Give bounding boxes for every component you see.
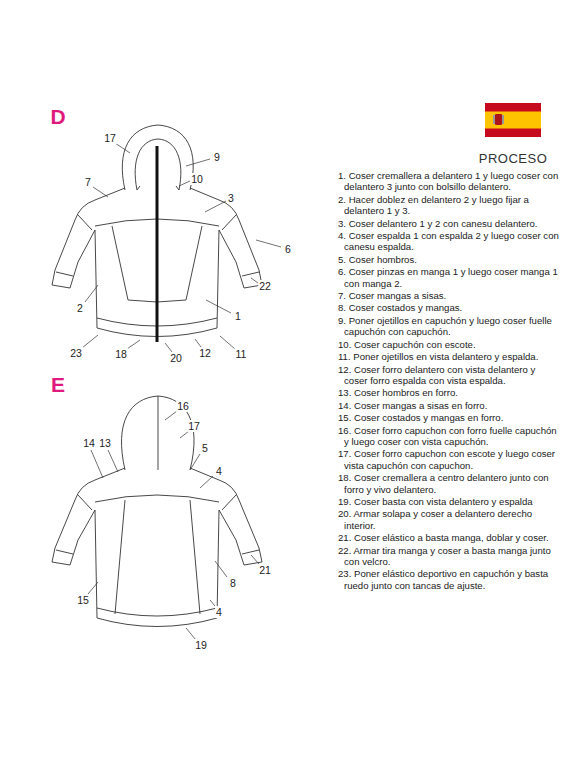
- callout-number: 6: [284, 243, 292, 255]
- step-text: 19. Coser basta con vista delantero y es…: [338, 496, 560, 507]
- callout-number: 3: [227, 192, 235, 204]
- step-text: 17. Coser forro capuchon con escote y lu…: [338, 448, 560, 471]
- step-text: 13. Coser hombros en forro.: [338, 387, 560, 398]
- spain-flag: [485, 103, 541, 137]
- callout-number: 14: [82, 437, 96, 449]
- step-list: 1. Coser cremallera a delantero 1 y lueg…: [338, 170, 560, 592]
- callout-number: 4: [215, 465, 223, 477]
- callout-number: 17: [187, 420, 201, 432]
- step-text: 6. Coser pinzas en manga 1 y luego coser…: [338, 266, 560, 289]
- step-text: 7. Coser mangas a sisas.: [338, 290, 560, 301]
- step-text: 14. Coser mangas a sisas en forro.: [338, 400, 560, 411]
- callout-number: 17: [103, 132, 117, 144]
- step-text: 4. Coser espalda 1 con espalda 2 y luego…: [338, 230, 560, 253]
- callout-number: 12: [198, 347, 212, 359]
- step-text: 23. Poner elástico deportivo en capuchón…: [338, 568, 560, 591]
- view-letter: E: [51, 373, 65, 397]
- step-text: 20. Armar solapa y coser a delantero der…: [338, 508, 560, 531]
- step-text: 5. Coser hombros.: [338, 254, 560, 265]
- callout-number: 23: [69, 347, 83, 359]
- view-letter: D: [50, 105, 65, 129]
- callout-number: 1: [234, 310, 242, 322]
- step-text: 16. Coser forro capuchon con forro fuell…: [338, 425, 560, 448]
- callout-number: 20: [169, 352, 183, 364]
- callout-number: 11: [235, 348, 248, 360]
- step-text: 11. Poner ojetillos en vista delantero y…: [338, 351, 560, 362]
- step-text: 21. Coser elástico a basta manga, doblar…: [338, 532, 560, 543]
- step-text: 10. Coser capuchón con escote.: [338, 339, 560, 350]
- callout-number: 10: [190, 173, 204, 185]
- callout-number: 8: [229, 577, 237, 589]
- step-text: 12. Coser forro delantero con vista dela…: [338, 364, 560, 387]
- callout-number: 4: [215, 606, 223, 618]
- step-text: 1. Coser cremallera a delantero 1 y lueg…: [338, 170, 560, 193]
- step-text: 15. Coser costados y mangas en forro.: [338, 412, 560, 423]
- callout-number: 18: [114, 348, 128, 360]
- callout-number: 19: [194, 639, 208, 651]
- step-text: 3. Coser delantero 1 y 2 con canesu dela…: [338, 218, 560, 229]
- callout-number: 13: [98, 437, 112, 449]
- callout-number: 21: [258, 564, 272, 576]
- callout-number: 7: [84, 176, 92, 188]
- step-text: 2. Hacer doblez en delantero 2 y luego f…: [338, 194, 560, 217]
- step-text: 18. Coser cremallera a centro delantero …: [338, 472, 560, 495]
- step-text: 22. Armar tira manga y coser a basta man…: [338, 545, 560, 568]
- callout-number: 16: [176, 400, 190, 412]
- callout-number: 15: [76, 594, 90, 606]
- callout-number: 2: [76, 302, 84, 314]
- callout-number: 22: [258, 280, 272, 292]
- callout-number: 9: [213, 151, 221, 163]
- step-text: 8. Coser costados y mangas.: [338, 302, 560, 313]
- callout-number: 5: [201, 442, 209, 454]
- heading: PROCESO: [479, 151, 548, 166]
- step-text: 9. Poner ojetillos en capuchón y luego c…: [338, 315, 560, 338]
